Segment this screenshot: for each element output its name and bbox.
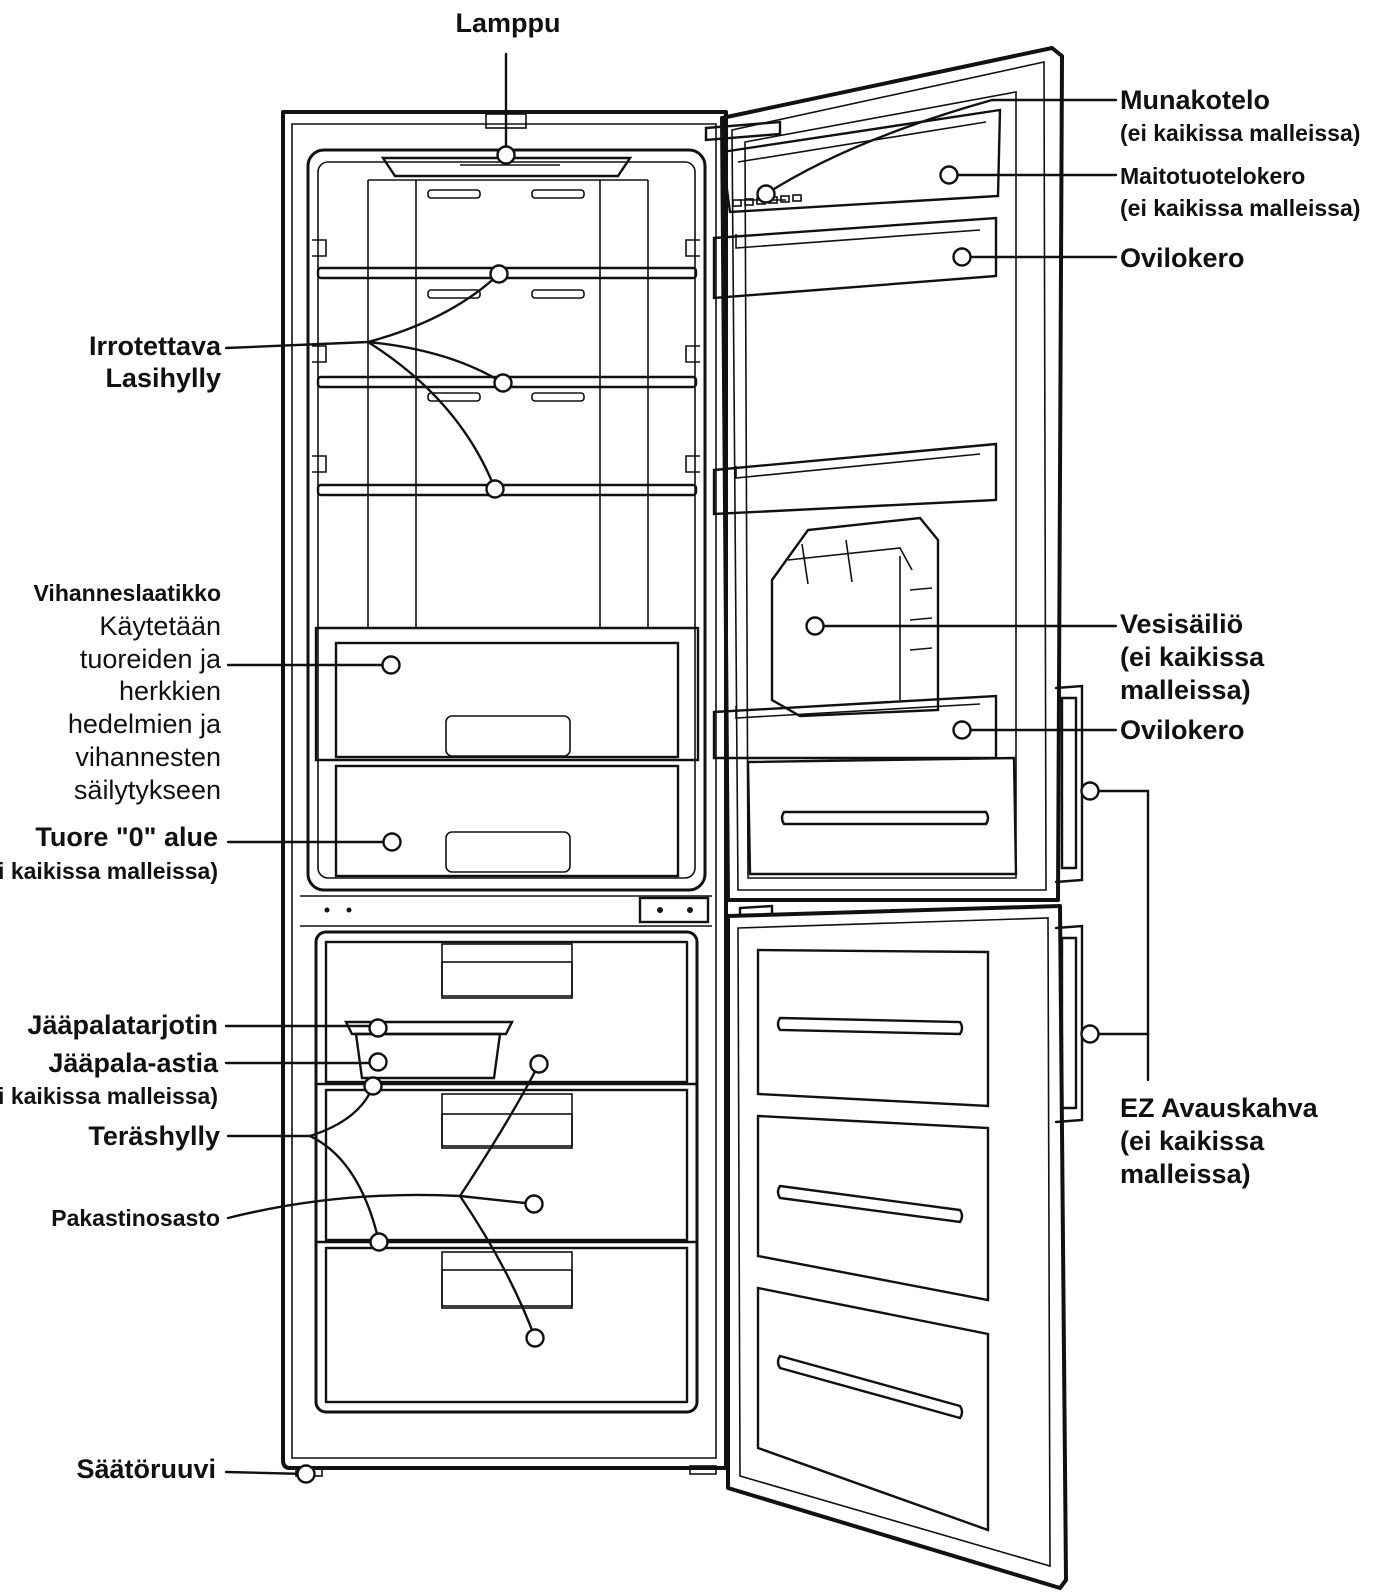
label-egg-box: Munakotelo [1120, 85, 1270, 115]
label-fresh-zone: Tuore "0" alue [35, 822, 218, 852]
label-vegetable-box-desc: Käytetään [99, 611, 221, 641]
air-vents [427, 189, 585, 402]
vegetable-drawers [314, 626, 700, 878]
freezer-door-panels [756, 948, 990, 1532]
label-lamp: Lamppu [456, 8, 561, 38]
fridge-door [704, 46, 1084, 902]
label-water-tank: malleissa) [1120, 675, 1251, 705]
label-dairy-corner-note: (ei kaikissa malleissa) [1120, 195, 1360, 221]
label-glass-shelf-2: Lasihylly [105, 363, 221, 393]
callout-dots [296, 145, 1100, 1484]
label-vegetable-box-desc: vihannesten [75, 742, 221, 772]
label-freezer: Pakastinosasto [51, 1205, 220, 1231]
freezer-compartment [314, 930, 699, 1414]
label-water-tank: Vesisäiliö [1120, 609, 1243, 639]
water-tank [770, 516, 940, 718]
door-lower-bin [746, 756, 1018, 876]
label-vegetable-box-title: Vihanneslaatikko [34, 580, 222, 606]
label-door-bin-2: Ovilokero [1120, 715, 1245, 745]
label-vegetable-box-desc: hedelmien ja [68, 709, 222, 739]
ez-handle-upper [1054, 684, 1084, 884]
label-ice-bin-note: (ei kaikissa malleissa) [0, 1083, 218, 1109]
label-steel-shelf: Teräshylly [88, 1121, 220, 1151]
labels: Lamppu Munakotelo (ei kaikissa malleissa… [0, 8, 1360, 1484]
label-ice-bin: Jääpala-astia [48, 1048, 219, 1078]
label-leveling-screw: Säätöruuvi [76, 1454, 216, 1484]
label-handle: malleissa) [1120, 1159, 1251, 1189]
freezer-door [726, 904, 1084, 1590]
control-strip [300, 895, 712, 927]
ez-handle-lower [1054, 924, 1084, 1124]
label-fresh-zone-note: (ei kaikissa malleissa) [0, 858, 218, 884]
label-egg-box-note: (ei kaikissa malleissa) [1120, 120, 1360, 146]
label-glass-shelf-1: Irrotettava [89, 331, 222, 361]
door-bins [712, 216, 998, 760]
label-door-bin-1: Ovilokero [1120, 243, 1245, 273]
label-water-tank: (ei kaikissa [1120, 642, 1265, 672]
label-ice-tray: Jääpalatarjotin [27, 1010, 218, 1040]
label-vegetable-box-desc: tuoreiden ja [80, 644, 222, 674]
label-handle: (ei kaikissa [1120, 1126, 1265, 1156]
label-vegetable-box-desc: herkkien [119, 676, 221, 706]
refrigerator-cabinet [281, 110, 728, 1477]
label-dairy-corner: Maitotuotelokero [1120, 163, 1305, 189]
leader-lines [224, 52, 1150, 1476]
label-vegetable-box-desc: säilytykseen [74, 775, 221, 805]
label-handle: EZ Avauskahva [1120, 1093, 1319, 1123]
